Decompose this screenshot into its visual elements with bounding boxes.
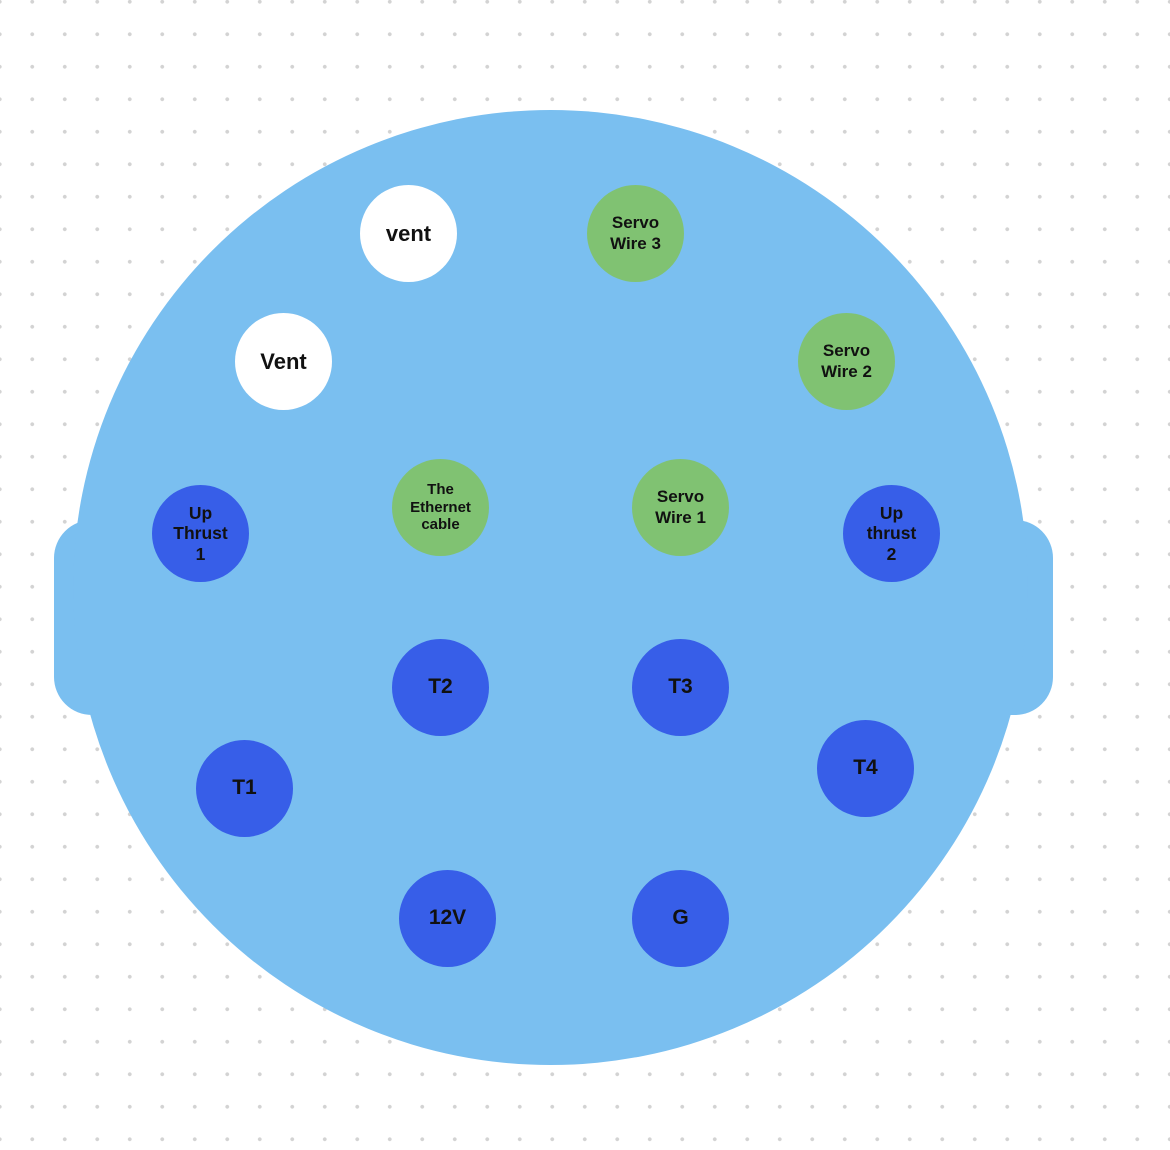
pin-t3: T3: [632, 639, 729, 736]
pin-ethernet-cable: The Ethernet cable: [392, 459, 489, 556]
pin-label-line: Wire 2: [821, 361, 872, 381]
pin-servo-wire-2: Servo Wire 2: [798, 313, 895, 410]
pin-label-line: Ethernet: [410, 498, 471, 516]
pin-up-thrust-2: Up thrust 2: [843, 485, 940, 582]
pin-label-line: Servo: [611, 213, 660, 233]
pin-label-line: Servo: [656, 487, 705, 507]
pin-label-line: Thrust: [173, 523, 228, 544]
pin-servo-wire-1: Servo Wire 1: [632, 459, 729, 556]
pin-label: G: [672, 906, 689, 930]
pin-label-line: 2: [886, 543, 897, 564]
pin-label: T1: [232, 776, 257, 800]
pin-label: T2: [428, 675, 453, 699]
pin-label-line: Wire 1: [655, 507, 706, 527]
pin-12v: 12V: [399, 870, 496, 967]
pin-label: vent: [385, 220, 432, 246]
pin-label-line: Servo: [822, 341, 871, 361]
pin-t1: T1: [196, 740, 293, 837]
pin-label-line: The: [427, 480, 454, 498]
connector-body: [73, 110, 1028, 1065]
pin-label-line: Up: [879, 502, 904, 523]
pin-g: G: [632, 870, 729, 967]
pin-label: T4: [853, 756, 878, 780]
pin-t2: T2: [392, 639, 489, 736]
pin-vent-top: vent: [360, 185, 457, 282]
pin-t4: T4: [817, 720, 914, 817]
pin-label: 12V: [428, 906, 467, 930]
pin-label-line: cable: [421, 516, 460, 534]
pin-label: T3: [668, 675, 693, 699]
pin-label-line: Up: [188, 502, 213, 523]
pin-label: Vent: [260, 348, 307, 374]
pin-servo-wire-3: Servo Wire 3: [587, 185, 684, 282]
pin-label-line: thrust: [866, 523, 917, 544]
pin-vent-left: Vent: [235, 313, 332, 410]
pin-up-thrust-1: Up Thrust 1: [152, 485, 249, 582]
pin-label-line: Wire 3: [610, 233, 661, 253]
pin-label-line: 1: [195, 543, 206, 564]
